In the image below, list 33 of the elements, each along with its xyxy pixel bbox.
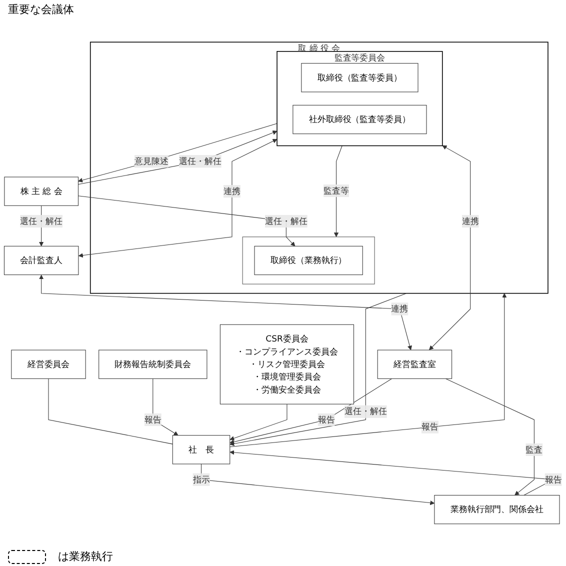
process-box: 社 長 [172,435,230,464]
edge-label: 報告 [422,420,438,434]
process-box: 経営委員会 [11,350,86,379]
edge-label: 選任・解任 [179,155,222,168]
edge-label: 選任・解任 [20,214,63,228]
process-box: 取締役（業務執行） [254,246,363,276]
process-box: CSR委員会 ・コンプライアンス委員会 ・リスク管理委員会 ・環境管理委員会 ・労働安全委員会 [220,324,354,404]
process-box: 取締役（監査等委員） [301,63,418,92]
edge-label: 監査 [526,443,543,456]
node-label: ・労働安全委員会 [253,384,321,395]
edge-label: 指示 [192,473,210,486]
node-label: CSR委員会 [266,334,308,344]
process-box: 財務報告統制委員会 [98,350,208,379]
node-label: ・コンプライアンス委員会 [236,346,338,356]
process-box: 株 主 総 会 [4,176,78,206]
process-box: 業務執行部門、関係会社 [434,494,560,524]
edge-label: 連携 [462,214,479,228]
edge-label: 選任・解任 [344,405,387,418]
edge-label: 監査等 [324,184,349,198]
node-label: ・リスク管理委員会 [248,359,326,370]
process-box: 経営監査室 [377,350,452,379]
process-box: 社外取締役（監査等委員） [292,104,427,134]
process-box: 会計監査人 [4,246,79,276]
edge-label: 報告 [144,413,162,426]
edge-label: 連携 [391,302,408,316]
edge-label: 意見陳述 [134,155,168,168]
edge-label: 報告 [318,413,335,426]
note: 重要な会議体 [8,2,74,17]
edge-label: 選任・解任 [264,214,308,228]
edge-label: 連携 [224,184,240,198]
edge-label: 報告 [544,473,562,486]
node-label: ・環境管理委員会 [253,372,321,382]
legend-text: は業務執行 [58,549,113,564]
